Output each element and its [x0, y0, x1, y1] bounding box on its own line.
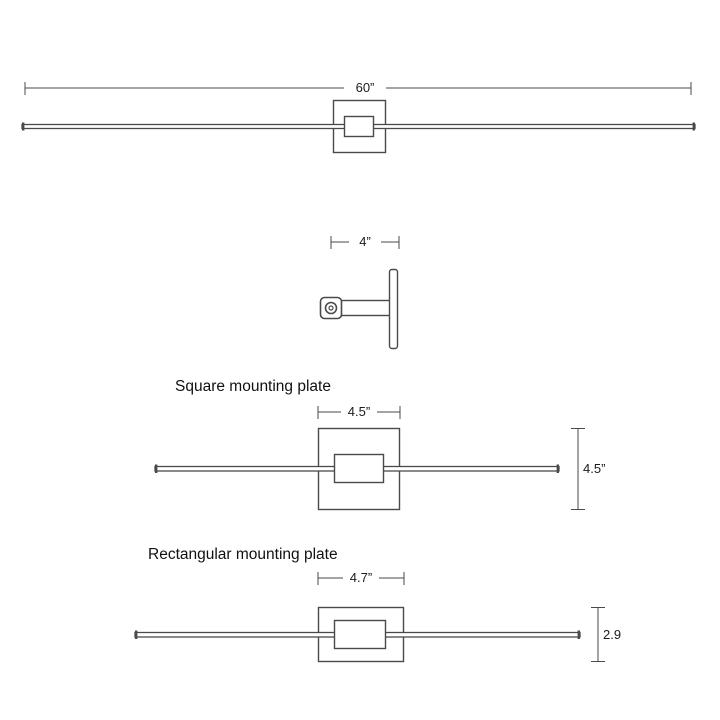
square-plate-width-label: 4.5”	[348, 404, 370, 419]
square-plate-title: Square mounting plate	[175, 378, 331, 395]
cross-section-inner-circle	[328, 305, 334, 311]
driver-box	[343, 115, 375, 138]
driver-box	[333, 453, 385, 484]
rectangular-plate-height-label: 2.9	[603, 627, 621, 642]
rectangular-plate-figure: Rectangular mounting plate 4.7” 2.9	[134, 546, 621, 663]
rectangular-plate-title: Rectangular mounting plate	[148, 546, 338, 563]
square-plate-figure: Square mounting plate 4.5” 4.5”	[154, 378, 605, 511]
depth-dimension-label: 4”	[359, 234, 371, 249]
square-plate-height-label: 4.5”	[583, 461, 605, 476]
wall-plate-side	[388, 268, 399, 350]
overall-width-figure: 60”	[21, 80, 696, 154]
side-depth-figure: 4”	[319, 234, 400, 350]
driver-box	[333, 619, 387, 650]
rectangular-plate-width-label: 4.7”	[350, 570, 372, 585]
overall-width-dimension-label: 60”	[356, 80, 375, 95]
mounting-arm-side	[339, 299, 392, 317]
